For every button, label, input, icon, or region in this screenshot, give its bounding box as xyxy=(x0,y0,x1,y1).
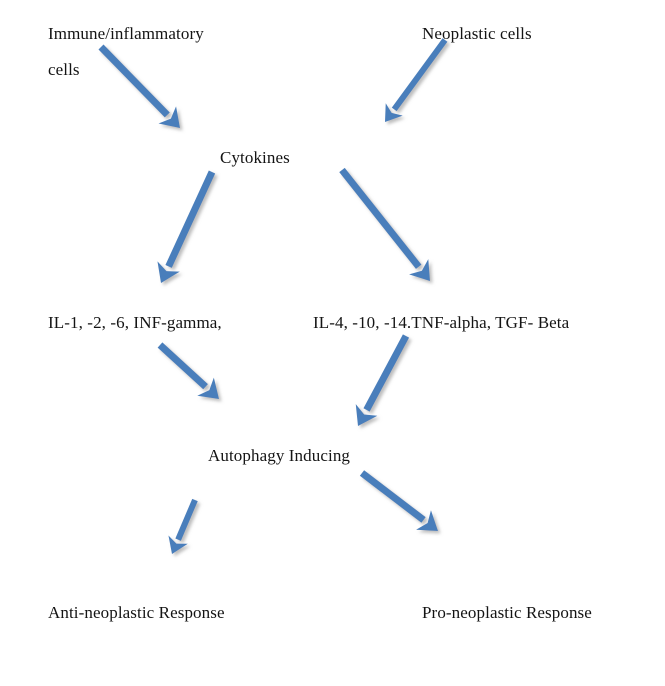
node-pro-tumour-cytokines: IL-4, -10, -14.TNF-alpha, TGF- Beta xyxy=(313,313,570,332)
node-cytokines: Cytokines xyxy=(220,148,290,167)
arrow-neoplastic-to-cytokines xyxy=(385,38,448,122)
node-autophagy-inducing: Autophagy Inducing xyxy=(208,446,351,465)
node-immune-cells: Immune/inflammatory cells xyxy=(48,24,204,79)
arrow-anti-cytokines-to-autophagy xyxy=(157,342,219,399)
arrow-group xyxy=(98,38,448,554)
arrow-pro-cytokines-to-autophagy xyxy=(355,334,410,426)
node-anti-neoplastic-response: Anti-neoplastic Response xyxy=(48,603,225,622)
arrow-autophagy-to-pro-response xyxy=(359,470,438,531)
node-pro-neoplastic-response: Pro-neoplastic Response xyxy=(422,603,592,622)
arrow-cytokines-to-pro-cytokines xyxy=(339,167,430,281)
node-anti-tumour-cytokines: IL-1, -2, -6, INF-gamma, xyxy=(48,313,222,332)
arrow-autophagy-to-anti-response xyxy=(168,498,198,554)
node-neoplastic-cells: Neoplastic cells xyxy=(422,24,532,43)
arrow-cytokines-to-anti-cytokines xyxy=(157,170,216,283)
